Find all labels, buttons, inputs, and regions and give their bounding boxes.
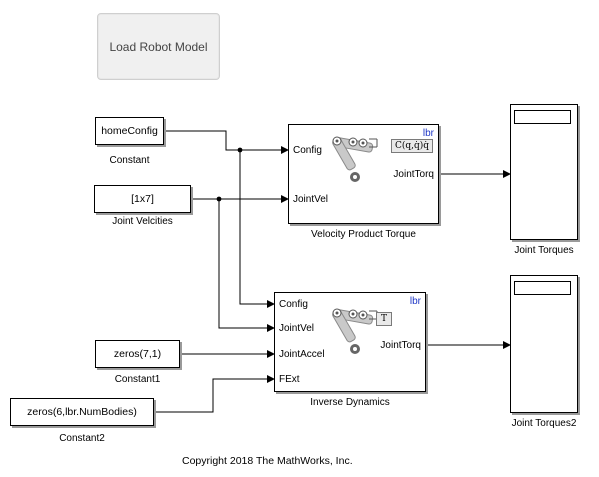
input-port-label: JointVel bbox=[279, 323, 315, 334]
scope-block-joint-torques[interactable] bbox=[510, 104, 578, 240]
copyright-text: Copyright 2018 The MathWorks, Inc. bbox=[182, 455, 353, 467]
robot-badge: lbr bbox=[409, 296, 421, 307]
block-caption: Inverse Dynamics bbox=[310, 397, 390, 408]
constant-caption: Constant2 bbox=[59, 433, 105, 444]
constant-block-homeconfig[interactable]: homeConfig bbox=[95, 117, 164, 145]
wire-jointvel-to-inverse bbox=[218, 199, 275, 332]
input-port-label: Config bbox=[293, 145, 322, 156]
constant-block-joint-velocities[interactable]: [1x7] bbox=[94, 185, 191, 213]
velocity-product-torque-block[interactable]: lbr Config JointVel JointTorq C(q,q̇)q̇ bbox=[288, 124, 439, 224]
block-caption: Velocity Product Torque bbox=[311, 229, 416, 240]
scope-caption: Joint Torques2 bbox=[511, 418, 577, 429]
scope-display bbox=[514, 281, 571, 295]
scope-display bbox=[514, 110, 571, 124]
constant-block-zeros6[interactable]: zeros(6,lbr.NumBodies) bbox=[10, 398, 154, 426]
load-robot-model-button[interactable]: Load Robot Model bbox=[97, 13, 220, 80]
output-port-label: JointTorq bbox=[393, 169, 434, 180]
scope-block-joint-torques2[interactable] bbox=[510, 275, 578, 413]
wire-zeros6-to-fext bbox=[154, 375, 275, 413]
output-port-label: JointTorq bbox=[380, 340, 421, 351]
scope-caption: Joint Torques bbox=[514, 245, 574, 256]
constant-caption: Constant bbox=[109, 155, 150, 166]
constant-value: homeConfig bbox=[101, 125, 158, 137]
constant-caption: Constant1 bbox=[114, 374, 161, 385]
equation-box: C(q,q̇)q̇ bbox=[391, 139, 433, 153]
input-port-label: JointVel bbox=[293, 194, 329, 205]
constant-caption: Joint Velcities bbox=[112, 216, 173, 227]
equation-box: T bbox=[376, 312, 392, 326]
input-port-label: Config bbox=[279, 299, 308, 310]
inverse-dynamics-block[interactable]: lbr Config JointVel JointAccel FExt Join… bbox=[274, 292, 426, 392]
branch-point-config bbox=[237, 147, 243, 153]
robot-arm-icon bbox=[332, 136, 378, 182]
input-port-label: FExt bbox=[279, 374, 300, 385]
constant-value: [1x7] bbox=[131, 193, 154, 205]
robot-arm-icon bbox=[332, 308, 378, 354]
input-port-label: JointAccel bbox=[279, 349, 325, 360]
wire-homeconfig-to-inverse-config bbox=[239, 150, 275, 308]
constant-block-zeros71[interactable]: zeros(7,1) bbox=[95, 340, 180, 368]
constant-value: zeros(6,lbr.NumBodies) bbox=[27, 406, 137, 418]
robot-badge: lbr bbox=[422, 128, 434, 139]
constant-value: zeros(7,1) bbox=[113, 348, 162, 360]
wire-homeconfig-to-velocity-config bbox=[164, 130, 289, 154]
branch-point-jointvel bbox=[216, 196, 222, 202]
